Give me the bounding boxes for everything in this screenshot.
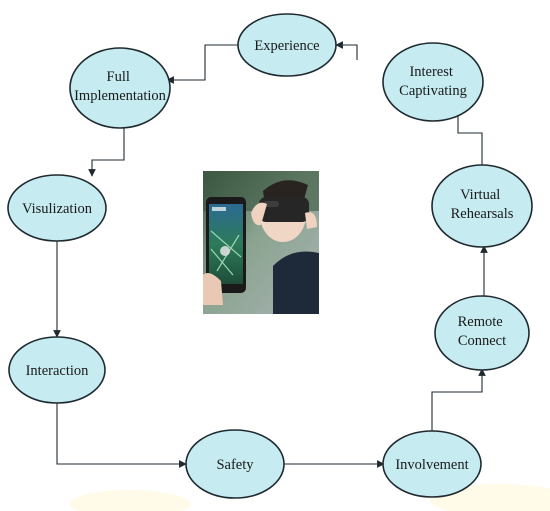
vr-person [251, 180, 319, 314]
edge-experience-to-full [166, 44, 238, 84]
node-interaction: Interaction [8, 336, 106, 404]
node-full-implementation: Full Implementation [69, 47, 171, 129]
node-label-full-implementation: Full Implementation [74, 69, 167, 104]
node-label-safety: Safety [216, 457, 254, 473]
node-label-interest-captivating: Interest Captivating [399, 64, 467, 99]
node-visualization: Visulization [7, 174, 107, 242]
edge-full-to-visualization [88, 127, 125, 177]
node-involvement: Involvement [382, 430, 482, 498]
node-label-remote-connect: Remote Connect [458, 314, 507, 349]
smartphone [203, 197, 246, 305]
node-label-interaction: Interaction [26, 363, 90, 379]
node-safety: Safety [185, 429, 285, 499]
edge-involvement-to-remote [431, 368, 486, 431]
edge-interaction-to-safety [56, 402, 187, 468]
node-virtual-rehearsals: Virtual Rehearsals [431, 164, 533, 248]
node-label-virtual-rehearsals: Virtual Rehearsals [451, 187, 514, 222]
edge-virtual-to-interest [454, 105, 483, 165]
node-label-visualization: Visulization [22, 201, 93, 217]
edge-interest-to-experience [335, 41, 358, 60]
decorative-glow-left [70, 490, 190, 511]
node-interest-captivating: Interest Captivating [382, 42, 484, 122]
node-remote-connect: Remote Connect [434, 295, 530, 371]
center-photo [203, 171, 319, 314]
vr-headset [259, 197, 309, 222]
node-label-involvement: Involvement [395, 457, 468, 473]
node-label-experience: Experience [254, 38, 319, 54]
node-experience: Experience [237, 13, 337, 77]
connectors [53, 41, 488, 468]
